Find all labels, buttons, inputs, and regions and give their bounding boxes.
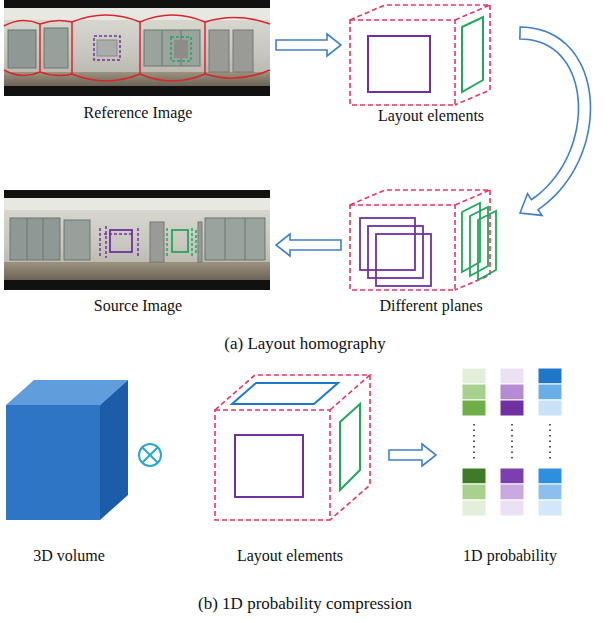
panorama-ceiling: [4, 198, 270, 210]
window-mullion: [27, 218, 43, 260]
flow-arrow: [520, 27, 591, 215]
purple-plane: [368, 36, 430, 92]
probability-cell: [462, 368, 486, 384]
probability-cell: [462, 468, 486, 484]
subfigure-caption: (a) Layout homography: [224, 334, 385, 354]
wall-sign: [174, 40, 188, 58]
layout-boundary: [4, 70, 270, 81]
panorama-floor: [4, 262, 270, 280]
purple-patch: [94, 36, 120, 60]
figure-panel: Layout elements: [195, 365, 385, 565]
figure-panel: Reference Image: [4, 0, 272, 122]
probability-cell: [538, 500, 562, 516]
panel-caption: 1D probability: [461, 546, 559, 565]
panorama-wall: [4, 8, 270, 86]
panorama-frame: [4, 0, 270, 96]
layout-cube: [215, 375, 370, 520]
blue-plane: [232, 383, 338, 404]
panel-caption: Reference Image: [82, 103, 195, 122]
cube-side: [100, 380, 128, 520]
probability-cell: [462, 384, 486, 400]
panel-caption: Layout elements: [376, 106, 486, 125]
probability-cell: [462, 484, 486, 500]
figure-panel: 1D probability: [440, 360, 580, 565]
probability-cell: [500, 484, 524, 500]
reference-panorama: [4, 0, 270, 96]
cube-edge: [215, 375, 370, 520]
layout-cube: [350, 5, 490, 105]
purple-projection: [100, 226, 138, 258]
cube-edge: [350, 205, 455, 290]
probability-cell: [462, 500, 486, 516]
window: [10, 218, 60, 260]
purple-plane: [235, 435, 303, 497]
probability-cell: [500, 468, 524, 484]
otimes-symbol: [139, 444, 161, 466]
probability-cell: [500, 384, 524, 400]
panorama-frame: [4, 190, 270, 290]
ellipsis-dots: [474, 424, 550, 462]
door-edge: [198, 222, 202, 262]
cube-edge: [215, 410, 330, 520]
flow-arrow: [276, 34, 341, 56]
panorama-wall: [4, 198, 270, 280]
flow-arrow: [389, 444, 436, 466]
window: [205, 218, 265, 260]
probability-columns: [462, 368, 562, 516]
otimes-circle: [139, 444, 161, 466]
elevator-door: [233, 30, 253, 72]
volume-cube: [6, 380, 128, 520]
planes-cube: [350, 190, 496, 290]
cube-edge: [350, 190, 490, 290]
otimes-cross: [142, 447, 158, 463]
probability-cell: [500, 368, 524, 384]
green-plane: [462, 17, 483, 92]
wall-panel: [97, 40, 117, 56]
probability-cell: [538, 484, 562, 500]
subfigure-caption: (b) 1D probability compression: [198, 594, 412, 614]
green-patch: [171, 37, 191, 61]
panel-caption: 3D volume: [31, 546, 107, 565]
panel-caption: Different planes: [377, 296, 484, 315]
panorama-floor: [4, 72, 270, 86]
probability-cell: [538, 368, 562, 384]
cube-edge: [350, 5, 490, 105]
probability-cell: [500, 500, 524, 516]
source-panorama: [4, 190, 270, 290]
layout-boundary: [4, 15, 270, 26]
layout-corner: [40, 22, 205, 74]
panel-caption: Layout elements: [235, 546, 345, 565]
green-plane: [340, 404, 360, 490]
figure-panel: Different planes: [345, 185, 517, 315]
panel-caption: Source Image: [92, 296, 184, 315]
cube-front: [6, 405, 100, 520]
probability-cell: [538, 468, 562, 484]
probability-cell: [538, 384, 562, 400]
flow-arrow: [276, 234, 341, 256]
window-mullion: [225, 218, 245, 260]
figure-panel: 3D volume: [4, 375, 134, 565]
elevator-door: [209, 30, 229, 72]
window: [64, 220, 90, 260]
green-patch: [172, 230, 188, 252]
elevator-door: [150, 222, 164, 262]
figure-panel: Source Image: [4, 185, 272, 315]
probability-cell: [462, 400, 486, 416]
figure-panel: Layout elements: [345, 5, 517, 125]
window: [44, 28, 68, 68]
probability-cell: [500, 400, 524, 416]
probability-cell: [538, 400, 562, 416]
purple-plane: [376, 234, 431, 286]
window: [144, 30, 200, 66]
green-projection: [167, 228, 196, 256]
green-plane: [478, 211, 496, 280]
cube-edge: [350, 20, 455, 105]
window: [8, 30, 36, 68]
